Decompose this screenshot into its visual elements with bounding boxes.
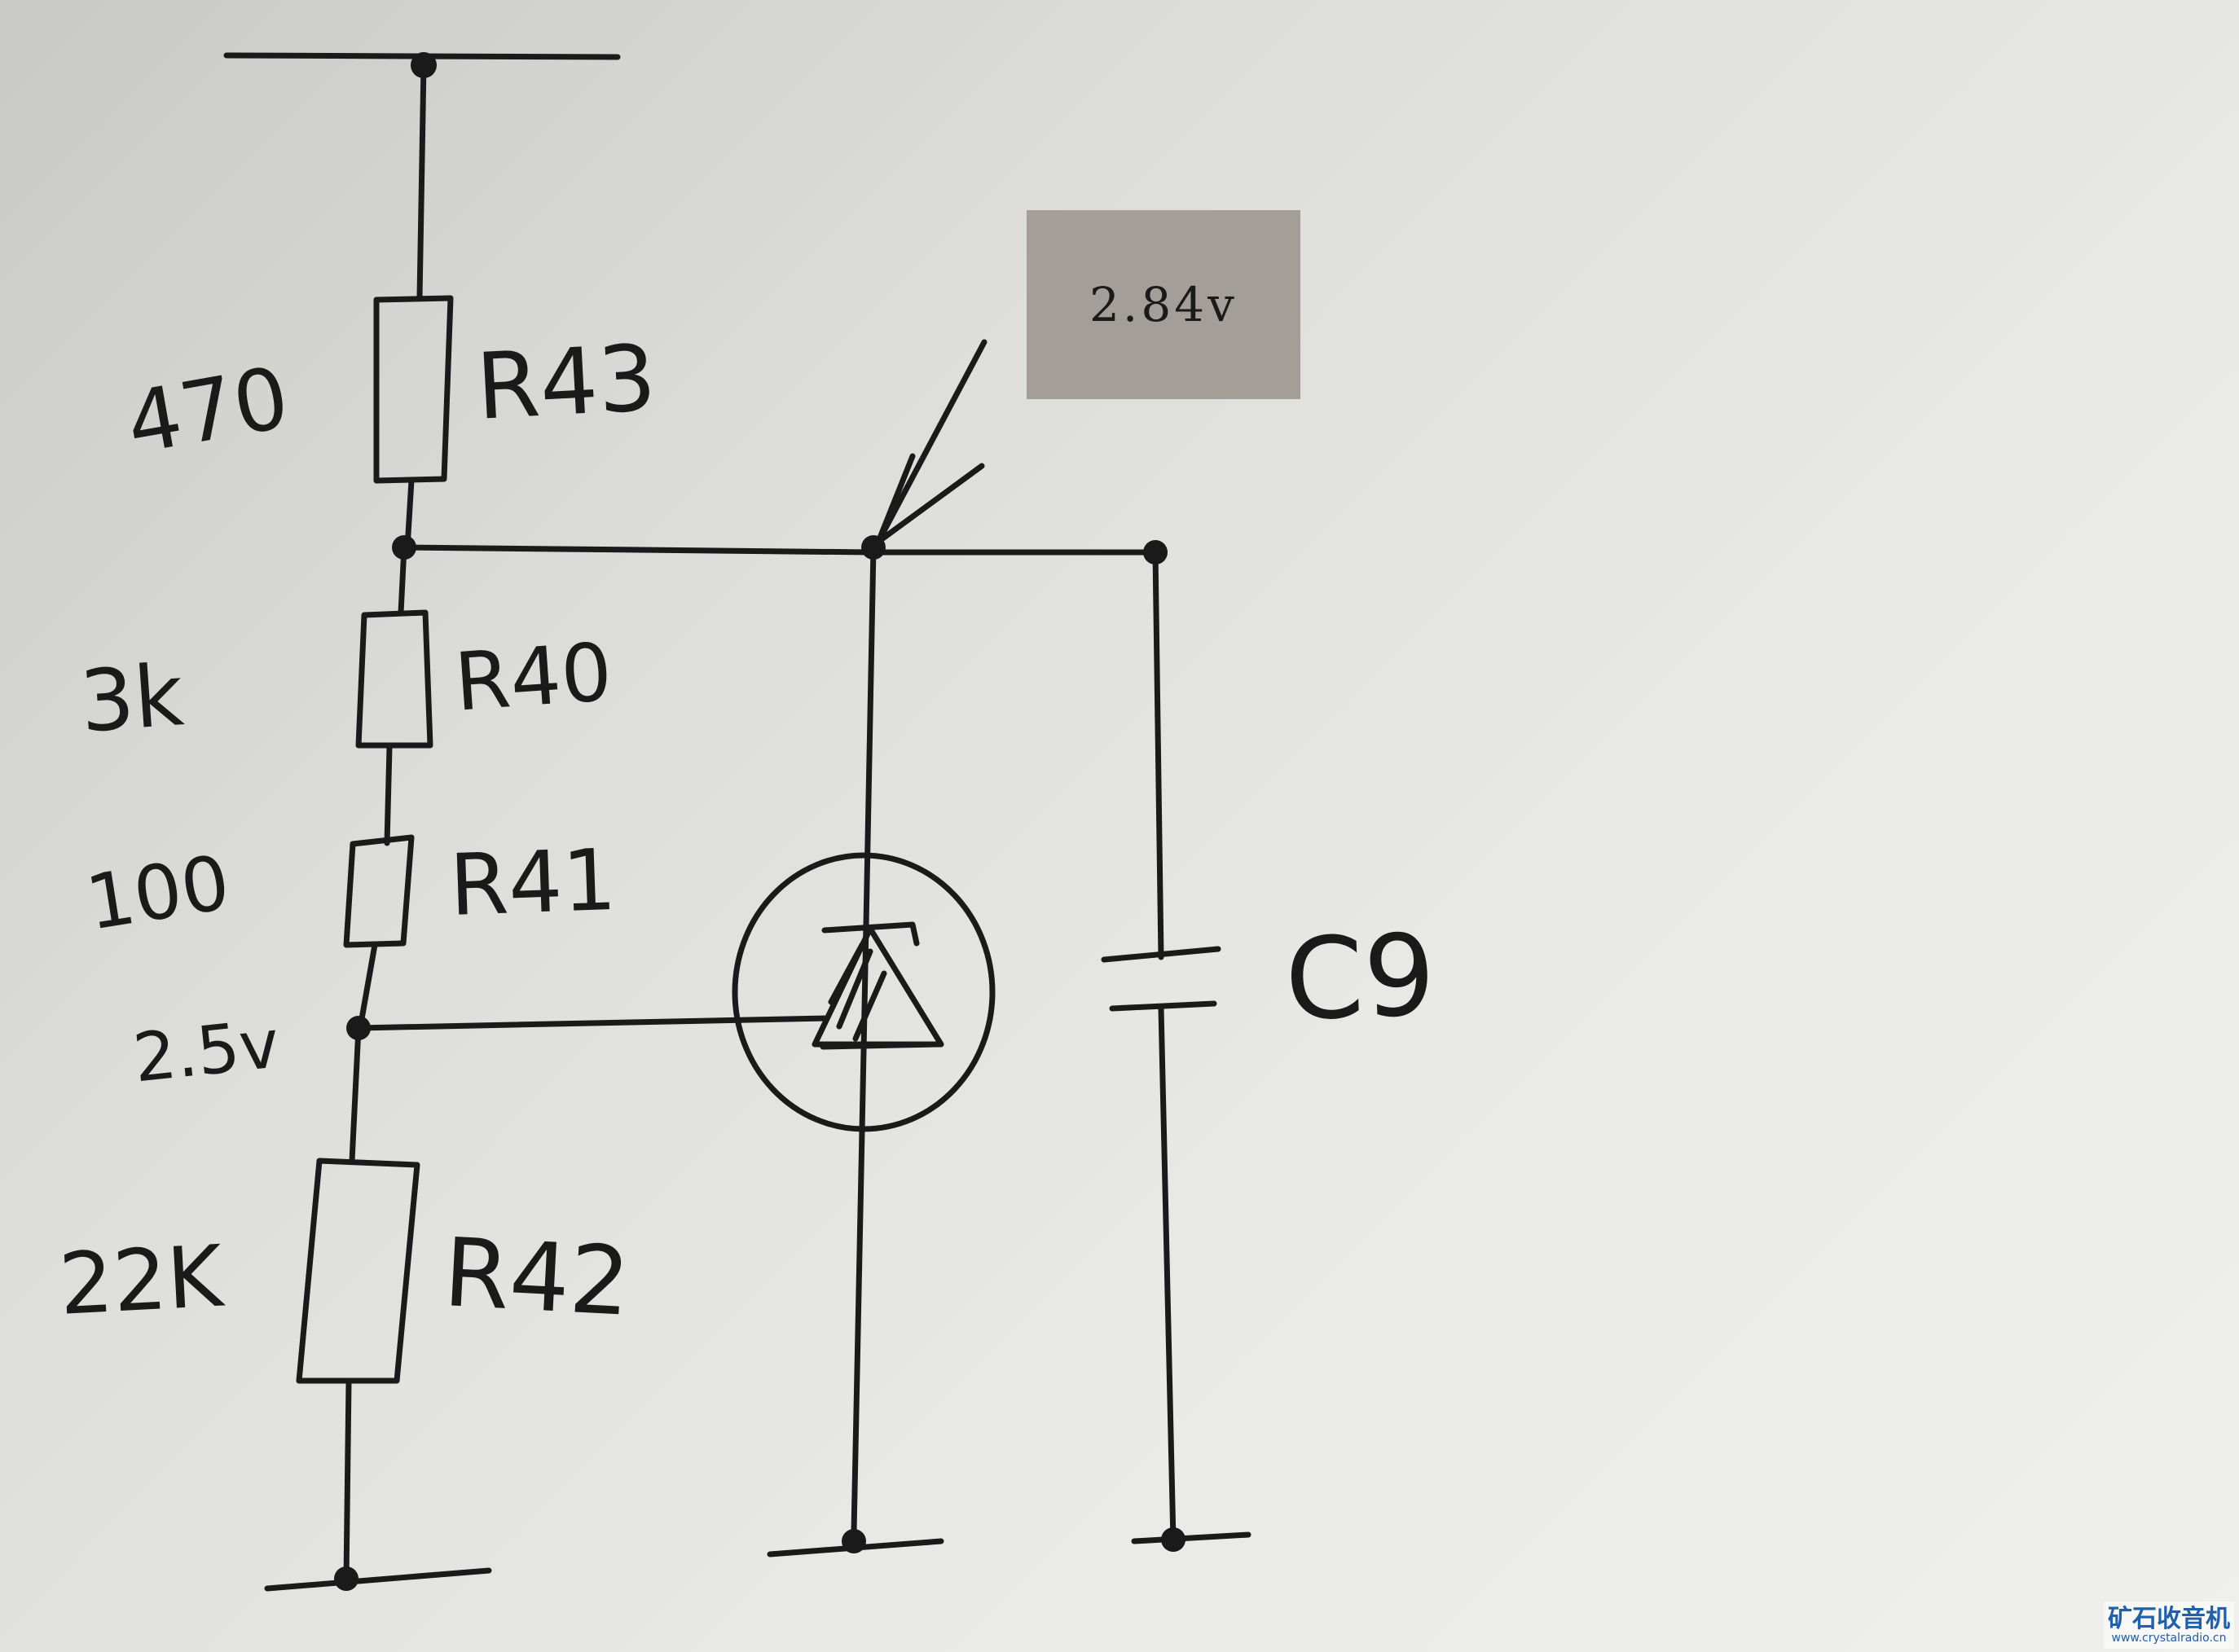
ref-voltage-label: 2.5v (130, 1005, 284, 1098)
wire-r40-r41 (384, 744, 393, 846)
r43-name-label: R43 (473, 325, 659, 441)
resistor-icon (296, 1158, 420, 1384)
wire-r41-ref (357, 942, 378, 1031)
r40-name-label: R40 (451, 626, 615, 730)
r42-value-label: 22K (56, 1226, 226, 1334)
resistor-icon (343, 834, 415, 948)
wire-r42-ground (343, 1379, 352, 1582)
ground-icon (264, 1566, 492, 1592)
r43-value-label: 470 (119, 347, 297, 474)
capacitor-icon (1101, 946, 1221, 1012)
main-bus (401, 544, 1159, 556)
voltage-annotation-text: 2.84v (1089, 277, 1238, 332)
r41-name-label: R41 (447, 829, 618, 935)
voltage-annotation-box: 2.84v (1027, 210, 1300, 399)
supply-wire (416, 62, 427, 301)
ground-icon (767, 1529, 944, 1558)
ground-icon (1131, 1527, 1251, 1552)
watermark-url: www.crystalradio.cn (2111, 1631, 2227, 1645)
watermark: 矿石收音机 www.crystalradio.cn (2104, 1601, 2234, 1649)
wire-ref-r42 (349, 1025, 362, 1164)
shunt-regulator-icon (732, 544, 996, 1535)
wire-cap-ground (1158, 1005, 1177, 1544)
ref-wire (355, 1015, 830, 1031)
r41-value-label: 100 (80, 838, 235, 947)
r40-value-label: 3k (77, 645, 187, 752)
capacitor-name-label: C9 (1282, 909, 1438, 1046)
wire-node-cap (1152, 549, 1164, 960)
r42-name-label: R42 (441, 1218, 633, 1338)
wire-node-r40 (398, 544, 407, 616)
arrow-icon (875, 339, 988, 545)
watermark-title: 矿石收音机 (2108, 1604, 2230, 1633)
resistor-icon (355, 609, 433, 749)
resistor-icon (373, 295, 454, 484)
